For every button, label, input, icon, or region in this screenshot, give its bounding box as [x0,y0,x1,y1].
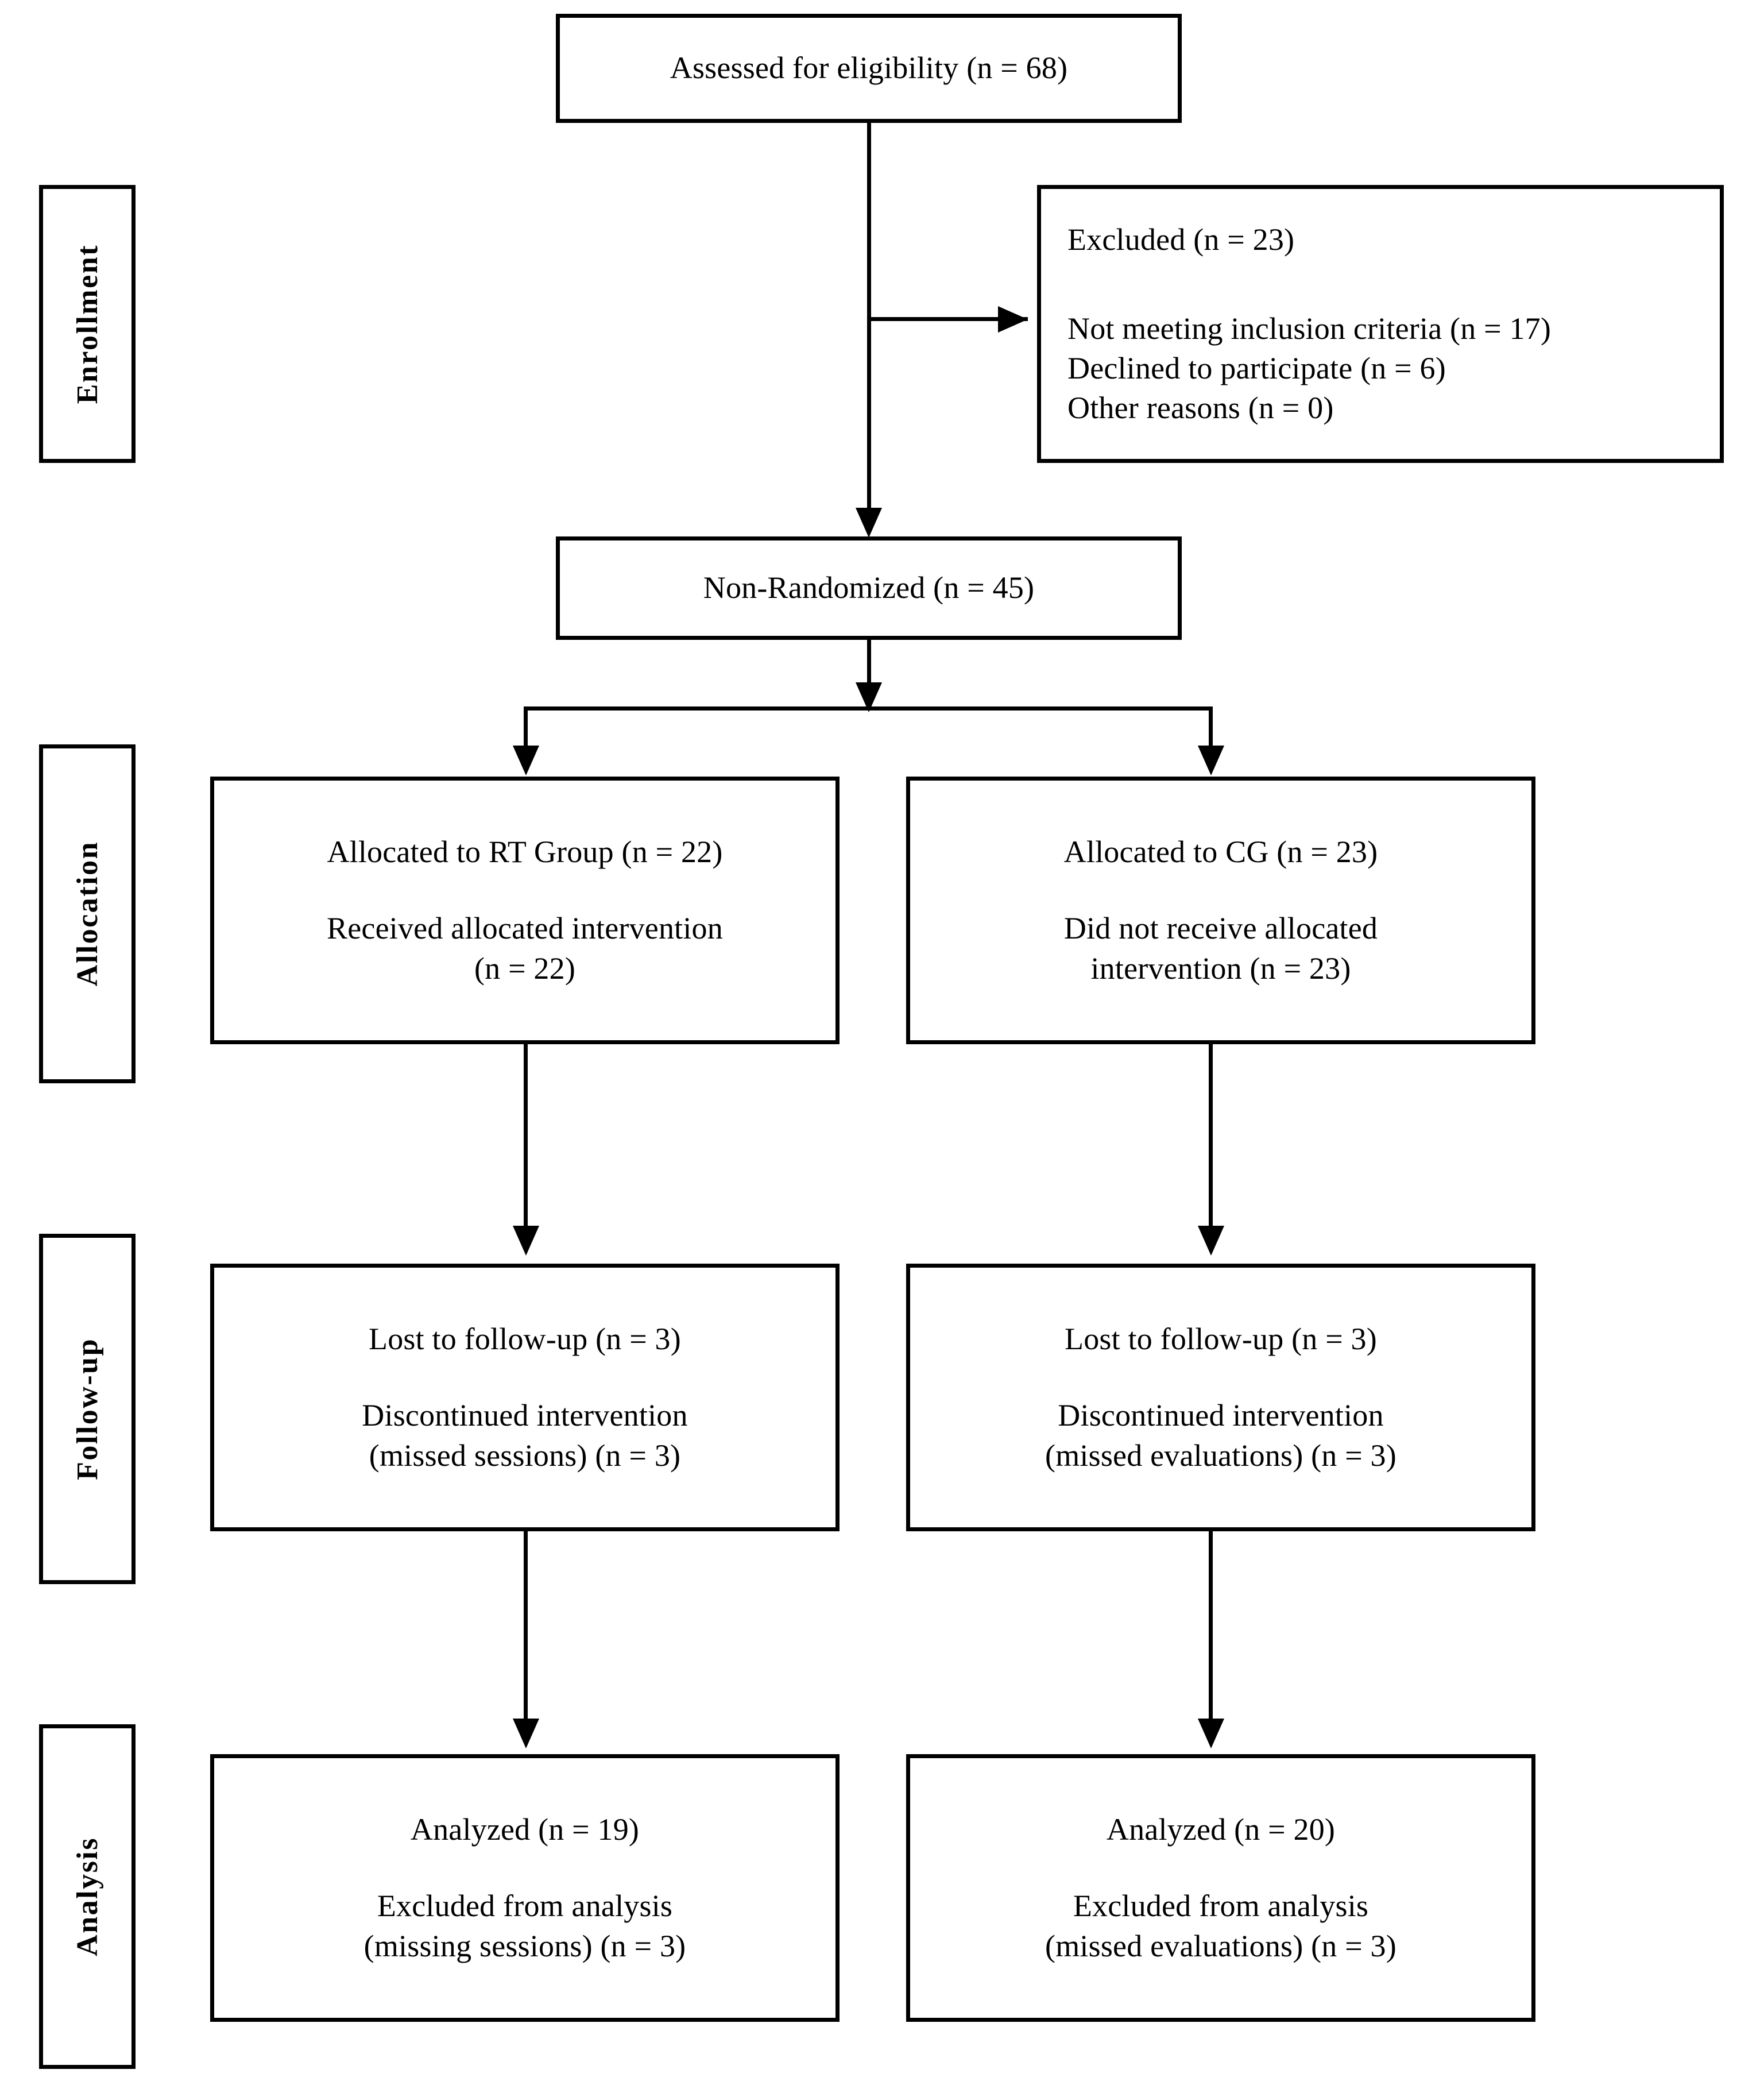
node-analysis-rt-group: Analyzed (n = 19) Excluded from analysis… [210,1754,840,2022]
excluded-reason-2: Declined to participate (n = 6) [1067,351,1446,385]
connector-followup-left-to-analysis-left [524,1531,528,1727]
connector-alloc-left-to-followup-left [524,1044,528,1234]
alloc-left-line-3: (n = 22) [474,951,576,986]
analysis-left-line-2: Excluded from analysis [377,1889,673,1924]
stage-label-enrollment: Enrollment [39,185,136,463]
analysis-right-line-2: Excluded from analysis [1073,1889,1369,1924]
alloc-right-line-2: Did not receive allocated [1063,911,1378,946]
alloc-right-line-1: Allocated to CG (n = 23) [1063,835,1378,870]
node-followup-rt-group: Lost to follow-up (n = 3) Discontinued i… [210,1264,840,1531]
connector-assessed-to-excluded [867,317,1028,321]
node-excluded: Excluded (n = 23) Not meeting inclusion … [1037,185,1724,463]
connector-alloc-right-to-followup-right [1209,1044,1213,1234]
analysis-right-line-3: (missed evaluations) (n = 3) [1045,1928,1396,1963]
node-non-randomized: Non-Randomized (n = 45) [556,536,1182,640]
node-allocation-cg: Allocated to CG (n = 23) Did not receive… [906,777,1535,1044]
alloc-right-line-3: intervention (n = 23) [1090,951,1351,986]
followup-right-line-2: Discontinued intervention [1058,1398,1384,1433]
followup-right-line-3: (missed evaluations) (n = 3) [1045,1438,1396,1473]
connector-split-to-alloc-right [1209,706,1213,755]
arrowhead-to-analysis-right [1198,1719,1224,1748]
node-assessed-for-eligibility: Assessed for eligibility (n = 68) [556,14,1182,123]
node-allocation-rt-group: Allocated to RT Group (n = 22) Received … [210,777,840,1044]
arrowhead-to-followup-left [513,1226,539,1256]
stage-label-allocation-text: Allocation [71,841,104,987]
arrowhead-to-alloc-right [1198,746,1224,775]
stage-label-analysis-text: Analysis [71,1837,104,1956]
node-followup-cg: Lost to follow-up (n = 3) Discontinued i… [906,1264,1535,1531]
stage-label-followup-text: Follow-up [71,1338,104,1480]
node-analysis-cg: Analyzed (n = 20) Excluded from analysis… [906,1754,1535,2022]
arrowhead-to-analysis-left [513,1719,539,1748]
followup-left-line-1: Lost to follow-up (n = 3) [369,1322,681,1357]
excluded-reason-1: Not meeting inclusion criteria (n = 17) [1067,311,1552,346]
connector-nonrandomized-trunk [867,640,871,692]
stage-label-analysis: Analysis [39,1724,136,2069]
arrowhead-to-nonrandomized [856,508,882,538]
assessed-line-1: Assessed for eligibility (n = 68) [670,51,1068,86]
analysis-left-line-1: Analyzed (n = 19) [410,1812,640,1847]
stage-label-enrollment-text: Enrollment [71,244,104,404]
analysis-right-line-1: Analyzed (n = 20) [1106,1812,1336,1847]
connector-split-to-alloc-left [524,706,528,755]
stage-label-allocation: Allocation [39,744,136,1083]
arrowhead-to-alloc-left [513,746,539,775]
excluded-reason-3: Other reasons (n = 0) [1067,391,1334,426]
analysis-left-line-3: (missing sessions) (n = 3) [363,1928,686,1963]
connector-allocation-split-bar [524,706,1213,711]
alloc-left-line-2: Received allocated intervention [327,911,723,946]
stage-label-followup: Follow-up [39,1234,136,1584]
followup-right-line-1: Lost to follow-up (n = 3) [1065,1322,1377,1357]
connector-assessed-to-nonrandomized [867,123,871,525]
alloc-left-line-1: Allocated to RT Group (n = 22) [327,835,723,870]
followup-left-line-3: (missed sessions) (n = 3) [369,1438,681,1473]
connector-followup-right-to-analysis-right [1209,1531,1213,1727]
arrowhead-to-excluded [998,306,1028,333]
arrowhead-to-followup-right [1198,1226,1224,1256]
excluded-header: Excluded (n = 23) [1067,222,1295,257]
non-randomized-line-1: Non-Randomized (n = 45) [703,570,1035,605]
followup-left-line-2: Discontinued intervention [362,1398,688,1433]
